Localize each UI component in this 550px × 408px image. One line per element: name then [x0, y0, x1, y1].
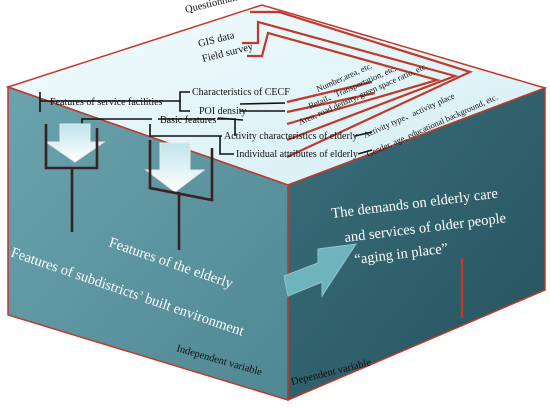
cube-right-face [287, 86, 546, 402]
label-poi-density: POI density [199, 106, 247, 117]
label-service-facilities: Features of service facilities [50, 97, 163, 108]
source-connectors [242, 10, 474, 158]
label-individual-attributes: Individual attributes of elderly [236, 149, 358, 160]
tree-labels: Features of service facilities Character… [50, 87, 358, 160]
tree-connectors [39, 91, 373, 155]
left-face-brackets [44, 124, 214, 250]
label-characteristics-cecf: Characteristics of CECF [192, 87, 290, 98]
label-activity-characteristics: Activity characteristics of elderly [224, 131, 358, 142]
arrow-down-service-icon [44, 123, 106, 163]
arrow-down-elderly-icon [144, 142, 206, 193]
arrow-right-icon [283, 243, 358, 298]
label-basic-features: Basic features [160, 115, 216, 126]
